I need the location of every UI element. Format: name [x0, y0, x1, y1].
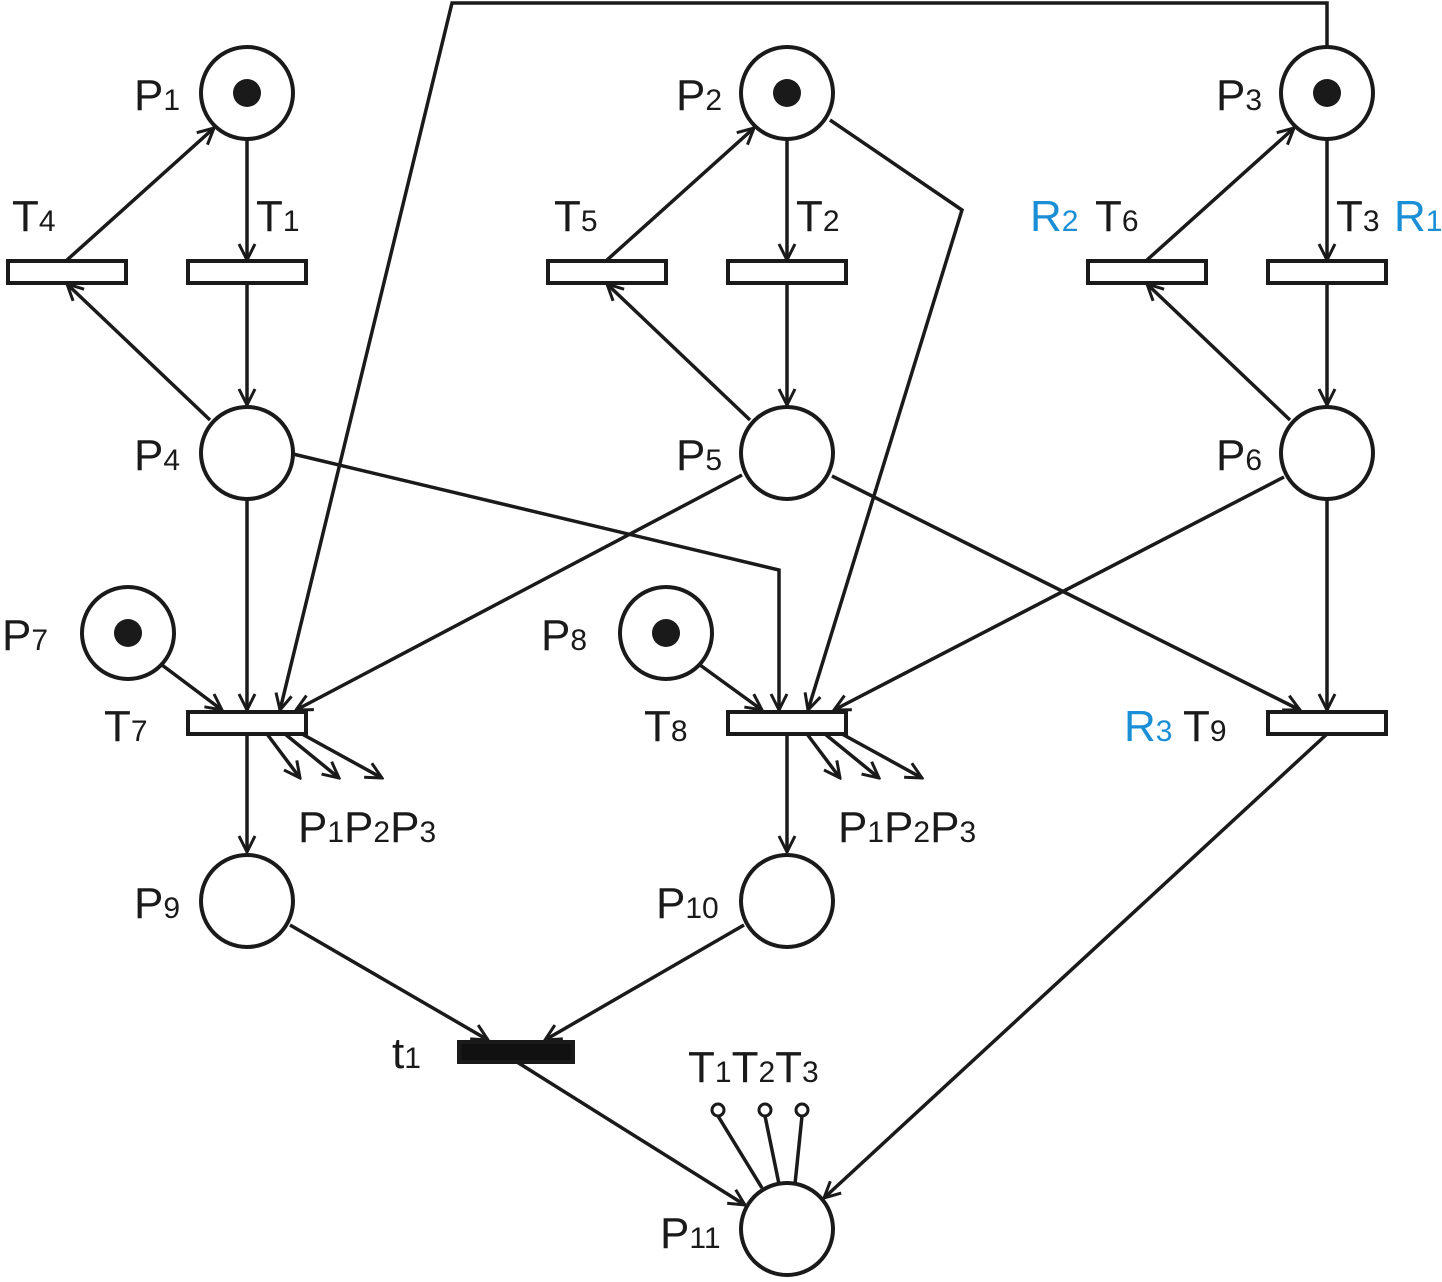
arc-p6-to-t8	[834, 475, 1285, 712]
inhibitor-group-label: T1T2T3	[688, 1043, 819, 1092]
inhibitor-circle-icon	[710, 1102, 726, 1118]
place-p5	[739, 405, 835, 501]
arc-p8-to-t8	[698, 663, 762, 710]
place-label-p1: P1	[134, 71, 180, 120]
place-p10	[739, 853, 835, 949]
arc-t6-to-p3	[1145, 128, 1294, 262]
resource-label-r1: R1	[1394, 192, 1442, 241]
place-p1	[199, 45, 295, 141]
token-icon	[114, 619, 142, 647]
transition-t2	[726, 259, 848, 285]
place-label-p8: P8	[541, 611, 587, 660]
transition-label-t2: T2	[796, 192, 840, 241]
transition-t8	[726, 710, 848, 736]
place-p2	[739, 45, 835, 141]
output-arc-t7-to-p3	[301, 732, 382, 778]
arc-t4-to-p1	[65, 128, 214, 262]
transition-t1	[457, 1040, 575, 1064]
output-arc-t8-to-p3	[841, 732, 922, 778]
transition-t5	[546, 259, 668, 285]
place-label-p7: P7	[2, 611, 48, 660]
transition-t3	[1266, 259, 1388, 285]
token-icon	[233, 79, 261, 107]
transition-t7	[186, 710, 308, 736]
transition-label-t4: T4	[12, 192, 56, 241]
output-arc-t7-to-p2	[283, 732, 339, 778]
transition-t9	[1266, 710, 1388, 736]
transition-label-t1: T1	[256, 192, 300, 241]
transition-t6	[1086, 259, 1208, 285]
arc-p4-to-t8	[292, 452, 779, 710]
arc-p10-to-t1	[545, 923, 745, 1040]
arc-p3-to-t7	[280, 1, 1329, 710]
arc-p5-to-t5	[607, 284, 752, 422]
place-p8	[618, 585, 714, 681]
inhibitor-arc-t2	[763, 1115, 781, 1185]
arc-t9-to-p11	[824, 732, 1329, 1198]
place-p7	[80, 585, 176, 681]
place-p3	[1279, 45, 1375, 141]
token-icon	[773, 79, 801, 107]
arc-t5-to-p2	[605, 128, 754, 262]
place-label-p5: P5	[676, 431, 722, 480]
inhibitor-arc-t1	[716, 1115, 764, 1189]
resource-label-r2: R2	[1030, 192, 1078, 241]
output-arc-t8-to-p2	[823, 732, 879, 778]
output-group-label-t8: P1P2P3	[838, 803, 976, 852]
transition-t1	[186, 259, 308, 285]
inhibitor-circle-icon	[757, 1102, 773, 1118]
arc-p7-to-t7	[160, 663, 222, 710]
output-group-label-t7: P1P2P3	[298, 803, 436, 852]
transition-label-t3: T3	[1336, 192, 1380, 241]
place-label-p6: P6	[1216, 431, 1262, 480]
place-p9	[199, 853, 295, 949]
transition-label-t6: T6	[1095, 192, 1139, 241]
arc-p5-to-t7	[296, 473, 743, 710]
inhibitor-circle-icon	[794, 1102, 810, 1118]
place-label-p3: P3	[1216, 71, 1262, 120]
token-icon	[1313, 79, 1341, 107]
transition-label-t1: t1	[392, 1029, 421, 1078]
place-label-p11: P11	[660, 1209, 721, 1258]
place-p4	[199, 405, 295, 501]
transition-label-t5: T5	[554, 192, 598, 241]
output-arc-t7-to-p1	[265, 732, 300, 778]
place-label-p2: P2	[676, 71, 722, 120]
place-p11	[739, 1181, 835, 1277]
arc-p6-to-t6	[1147, 284, 1292, 422]
transition-t4	[6, 259, 128, 285]
transition-label-t8: T8	[644, 702, 688, 751]
place-p6	[1279, 405, 1375, 501]
place-label-p4: P4	[134, 431, 180, 480]
arc-p2-to-t8	[808, 118, 965, 710]
place-label-p10: P10	[656, 879, 719, 928]
transition-label-t7: T7	[104, 702, 148, 751]
output-arc-t8-to-p1	[805, 732, 840, 778]
arc-p4-to-t4	[67, 284, 212, 422]
token-icon	[652, 619, 680, 647]
resource-label-r3: R3	[1124, 702, 1172, 751]
arc-p9-to-t1	[289, 923, 488, 1040]
arc-t1-to-p11	[516, 1060, 745, 1205]
place-label-p9: P9	[134, 879, 180, 928]
transition-label-t9: T9	[1183, 702, 1227, 751]
arc-p5-to-t9	[831, 474, 1300, 712]
inhibitor-arc-t3	[793, 1115, 804, 1185]
